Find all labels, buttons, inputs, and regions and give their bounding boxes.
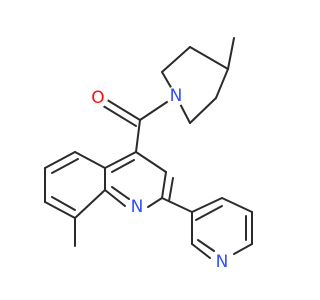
bond [104, 151, 137, 169]
bond [195, 205, 223, 221]
bond [74, 189, 106, 219]
bond [191, 243, 211, 259]
bond [197, 239, 215, 252]
atom-nitrogen-piperidine: N [166, 86, 186, 106]
bond [111, 159, 135, 173]
bond [135, 119, 141, 153]
bond [233, 243, 253, 255]
atom-label-n-quinoline: N [131, 197, 144, 217]
bond [147, 197, 163, 208]
atom-label-o: O [91, 88, 104, 108]
atom-label-n-piperidine: N [170, 86, 183, 106]
atom-nitrogen-pyridine: N [212, 252, 232, 272]
bond [215, 68, 229, 99]
bond [227, 37, 235, 70]
bond [135, 151, 167, 173]
atom-oxygen: O [88, 88, 108, 108]
bond [44, 201, 76, 219]
bond [44, 151, 76, 169]
bond [189, 97, 217, 124]
bond [189, 46, 229, 70]
atom-label-n-pyridine: N [216, 252, 229, 272]
bond [111, 186, 130, 200]
bonds [44, 37, 253, 259]
bond [51, 196, 76, 211]
bond [161, 197, 193, 213]
bond [74, 151, 106, 169]
bond [103, 97, 141, 121]
atom-labels: O N N N [88, 86, 232, 272]
bond [168, 177, 174, 202]
bond [221, 197, 253, 213]
bond [191, 197, 223, 213]
bond [161, 171, 167, 199]
bond [161, 46, 191, 73]
bond [99, 103, 137, 127]
atom-nitrogen-quinoline: N [127, 197, 147, 217]
bond [104, 189, 126, 207]
structure-diagram: O N N N [44, 37, 253, 272]
bond [51, 158, 79, 174]
